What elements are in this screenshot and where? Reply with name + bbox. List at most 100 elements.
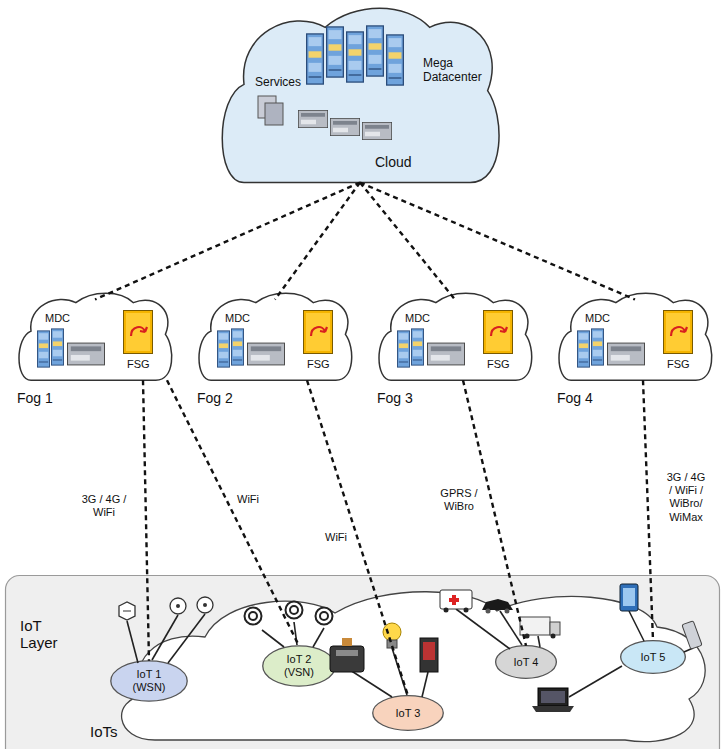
device-icons-part [520,617,550,635]
node-outline [215,2,505,192]
device-icons-part [316,608,333,625]
fog-illustration-part [607,343,644,365]
datacenter-illustration-part [347,32,364,82]
device-icons-part [550,622,560,635]
link-label: WiFi [235,492,261,507]
device-icons-part [119,602,135,620]
dashed-link [360,183,635,300]
device-icons-part [170,598,186,614]
device-links-part [422,672,428,697]
device-links-part [152,615,178,660]
services-label: Services [255,76,301,90]
dashed-link [307,380,408,695]
node-label: IoT 1 (WSN) [126,668,172,693]
fog-illustration-part [217,331,229,367]
datacenter-illustration-part [298,110,327,127]
fog-cloud: MDCFSGFog 1 [15,290,175,385]
datacenter-illustration-part [327,27,344,77]
device-icons-part [541,691,565,703]
dashed-link [360,183,455,300]
device-icons-part [444,608,449,613]
device-icons-part [440,590,472,609]
layer-title: IoT Layer [20,617,70,652]
node-label: IoT 2 (VSN) [276,653,322,678]
iot-cluster: IoT 3 [372,695,444,731]
datacenter-illustration-part [307,34,324,84]
node-label: IoT 5 [641,651,666,664]
fog-title: Fog 2 [197,390,233,406]
fog-cloud: MDCFSGFog 3 [375,290,535,385]
iot-cloud-outline [122,592,706,742]
fog-illustration-part [247,343,284,365]
fog-illustration-part [37,331,49,367]
dashed-link [167,380,299,646]
device-icons-part [538,688,568,706]
node-outline [5,575,720,747]
device-links-part [569,666,622,697]
datacenter-illustration-part [330,118,359,135]
device-icons-part [245,608,262,625]
device-icons-part [623,588,635,606]
datacenter-illustration-part [387,35,404,85]
device-links-part [538,636,540,647]
dashed-link [275,183,360,300]
datacenter-illustration-part [265,103,283,125]
fog-illustration-part [591,329,603,365]
cluster-ellipse [111,661,187,701]
dashed-link [643,380,653,640]
mdc-label: MDC [585,312,610,325]
dashed-link [95,183,360,300]
cloud-outline [559,293,712,380]
device-icons-part [197,597,213,613]
fsg-label: FSG [307,358,330,371]
device-icons-part [203,603,207,607]
device-icons-part [551,634,556,639]
cloud-datacenter: ServicesMega DatacenterCloud [215,2,505,192]
device-icons-part [336,650,358,656]
fog-title: Fog 4 [557,390,593,406]
datacenter-illustration-part [362,122,391,139]
node-label: IoT 4 [514,656,539,669]
device-links-part [168,614,205,663]
device-links-part [313,628,324,647]
device-icons-part [620,584,638,611]
link-label: GPRS / WiBro [437,486,481,514]
device-icons-part [342,638,352,646]
device-icons-part [423,642,435,660]
device-icons-part [449,595,459,605]
iots-label: IoTs [90,723,118,740]
node-label: IoT 3 [396,707,421,720]
dashed-link [143,380,149,661]
cloud-outline [199,293,352,380]
device-icons-part [486,609,491,614]
device-icons-part [420,638,438,672]
device-icons [119,584,702,712]
device-icons-part [532,706,574,712]
fog-title: Fog 1 [17,390,53,406]
fog-title: Fog 3 [377,390,413,406]
device-icons-part [383,623,401,641]
device-links-part [262,630,284,647]
device-icons-part [286,602,303,619]
fog-illustration-part [397,331,409,367]
link-label: 3G / 4G / WiFi [72,492,136,520]
device-links-part [350,670,392,697]
fsg-label: FSG [487,358,510,371]
node-outline [15,290,175,385]
device-links-part [500,611,522,645]
device-icons-part [464,608,469,613]
iot-cluster: IoT 5 [620,640,686,674]
device-icons-part [682,621,702,650]
fsg-label: FSG [667,358,690,371]
fog-illustration-part [577,331,589,367]
cluster-ellipse [496,646,557,679]
iot-layer-band: IoT LayerIoTs IoT 1 (WSN) IoT 2 (VSN) IoT 3… [5,575,720,747]
fog-cloud: MDCFSGFog 2 [195,290,355,385]
iot-cluster: IoT 2 (VSN) [262,645,336,687]
fog-illustration-part [484,311,513,354]
datacenter-illustration-part [367,26,384,76]
fog-illustration-part [124,311,153,354]
cluster-ellipse [621,641,686,674]
